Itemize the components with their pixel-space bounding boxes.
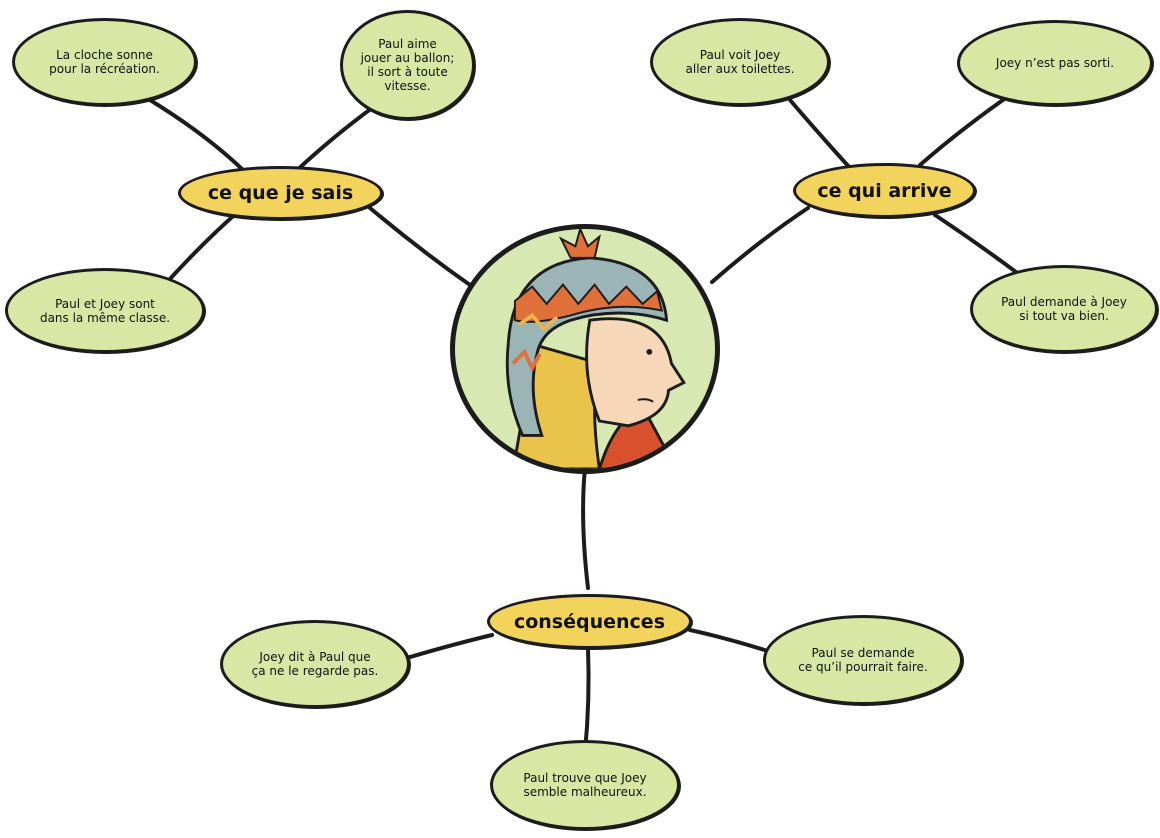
- bubble-none-business-text: Joey dit à Paul que ça ne le regarde pas…: [251, 650, 379, 678]
- line-happens-asks: [933, 213, 1022, 277]
- line-happens-toilets: [788, 98, 852, 170]
- bubble-wonders-text: Paul se demande ce qu’il pourrait faire.: [798, 646, 928, 674]
- bubble-asks: Paul demande à Joey si tout va bien.: [970, 265, 1158, 353]
- bubble-class: Paul et Joey sont dans la même classe.: [5, 268, 205, 353]
- line-portrait-happens: [710, 206, 810, 284]
- hub-ce-qui-arrive: ce qui arrive: [793, 163, 976, 218]
- bubble-none-business: Joey dit à Paul que ça ne le regarde pas…: [220, 620, 410, 708]
- line-cons-nobusiness: [398, 633, 494, 662]
- bubble-ball-text: Paul aime jouer au ballon; il sort à tou…: [360, 37, 455, 93]
- hub-know-label: ce que je sais: [207, 182, 354, 204]
- line-happens-notout: [918, 93, 1012, 167]
- bubble-bell-text: La cloche sonne pour la récréation.: [49, 48, 160, 76]
- bubble-wonders: Paul se demande ce qu’il pourrait faire.: [763, 615, 963, 705]
- bubble-unhappy: Paul trouve que Joey semble malheureux.: [490, 740, 680, 830]
- bubble-toilets: Paul voit Joey aller aux toilettes.: [650, 18, 830, 106]
- bubble-bell: La cloche sonne pour la récréation.: [12, 18, 197, 106]
- hub-consequences: conséquences: [487, 594, 692, 649]
- line-portrait-know: [368, 206, 472, 287]
- bubble-class-text: Paul et Joey sont dans la même classe.: [39, 296, 171, 325]
- character-portrait: [450, 224, 720, 474]
- bubble-asks-text: Paul demande à Joey si tout va bien.: [1001, 295, 1127, 323]
- bubble-unhappy-text: Paul trouve que Joey semble malheureux.: [523, 771, 647, 799]
- bubble-toilets-text: Paul voit Joey aller aux toilettes.: [685, 48, 795, 76]
- hub-ce-que-je-sais: ce que je sais: [178, 166, 383, 220]
- bubble-not-out-text: Joey n’est pas sorti.: [995, 56, 1115, 70]
- line-portrait-consequences: [581, 466, 590, 590]
- boy-with-hat-illustration: [505, 229, 686, 469]
- bubble-not-out: Joey n’est pas sorti.: [957, 20, 1153, 106]
- line-cons-unhappy: [583, 646, 591, 754]
- hub-happens-label: ce qui arrive: [817, 179, 952, 202]
- bubble-ball: Paul aime jouer au ballon; il sort à tou…: [340, 10, 475, 120]
- hub-consequences-label: conséquences: [513, 610, 666, 633]
